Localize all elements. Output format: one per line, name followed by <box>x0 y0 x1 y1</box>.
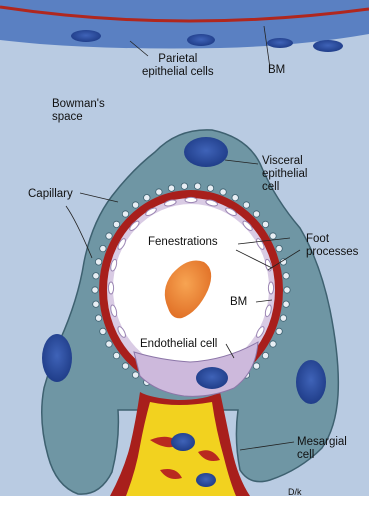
foot-process <box>106 233 112 239</box>
foot-process <box>284 287 290 293</box>
foot-process <box>144 195 150 201</box>
mesangial-nucleus <box>171 433 195 451</box>
mesangial-nucleus-2 <box>196 473 216 487</box>
bottom-white-band <box>0 496 369 509</box>
foot-process <box>113 352 119 358</box>
foot-process <box>93 301 99 307</box>
fenestration <box>108 282 113 294</box>
foot-process <box>207 185 213 191</box>
label-bm-top: BM <box>268 64 285 77</box>
foot-process <box>276 328 282 334</box>
foot-process <box>220 189 226 195</box>
foot-process <box>132 372 138 378</box>
label-endothelial-cell: Endothelial cell <box>140 338 217 351</box>
foot-process <box>270 341 276 347</box>
label-fenestrations: Fenestrations <box>148 236 218 249</box>
foot-process <box>276 245 282 251</box>
fenestration <box>185 197 197 202</box>
foot-process <box>262 221 268 227</box>
foot-process <box>100 328 106 334</box>
foot-process <box>253 211 259 217</box>
label-parietal-epithelial-cells: Parietal epithelial cells <box>142 53 214 79</box>
foot-process <box>122 363 128 369</box>
label-mesangial-cell: Mesargial cell <box>297 436 347 462</box>
foot-process <box>232 195 238 201</box>
parietal-layer <box>0 0 369 49</box>
foot-process <box>280 315 286 321</box>
foot-process <box>283 273 289 279</box>
foot-process <box>100 245 106 251</box>
foot-process <box>253 363 259 369</box>
foot-process <box>132 202 138 208</box>
foot-process <box>262 352 268 358</box>
foot-process <box>283 301 289 307</box>
label-capillary: Capillary <box>28 188 73 201</box>
endothelial-nucleus <box>196 367 228 389</box>
foot-process <box>156 189 162 195</box>
foot-process <box>95 315 101 321</box>
label-bowmans-space: Bowman's space <box>52 98 105 124</box>
foot-process <box>113 221 119 227</box>
foot-process <box>122 211 128 217</box>
foot-process <box>95 259 101 265</box>
foot-process <box>243 202 249 208</box>
foot-process <box>106 341 112 347</box>
foot-process <box>194 183 200 189</box>
label-visceral-epithelial-cell: Visceral epithelial cell <box>262 155 307 194</box>
foot-process <box>168 185 174 191</box>
foot-process <box>93 273 99 279</box>
foot-process <box>270 233 276 239</box>
foot-process <box>92 287 98 293</box>
foot-process <box>181 183 187 189</box>
label-foot-processes: Foot processes <box>306 233 358 259</box>
artist-signature: D/k <box>288 486 302 499</box>
label-bm-inner: BM <box>230 296 247 309</box>
fenestration <box>268 282 273 294</box>
